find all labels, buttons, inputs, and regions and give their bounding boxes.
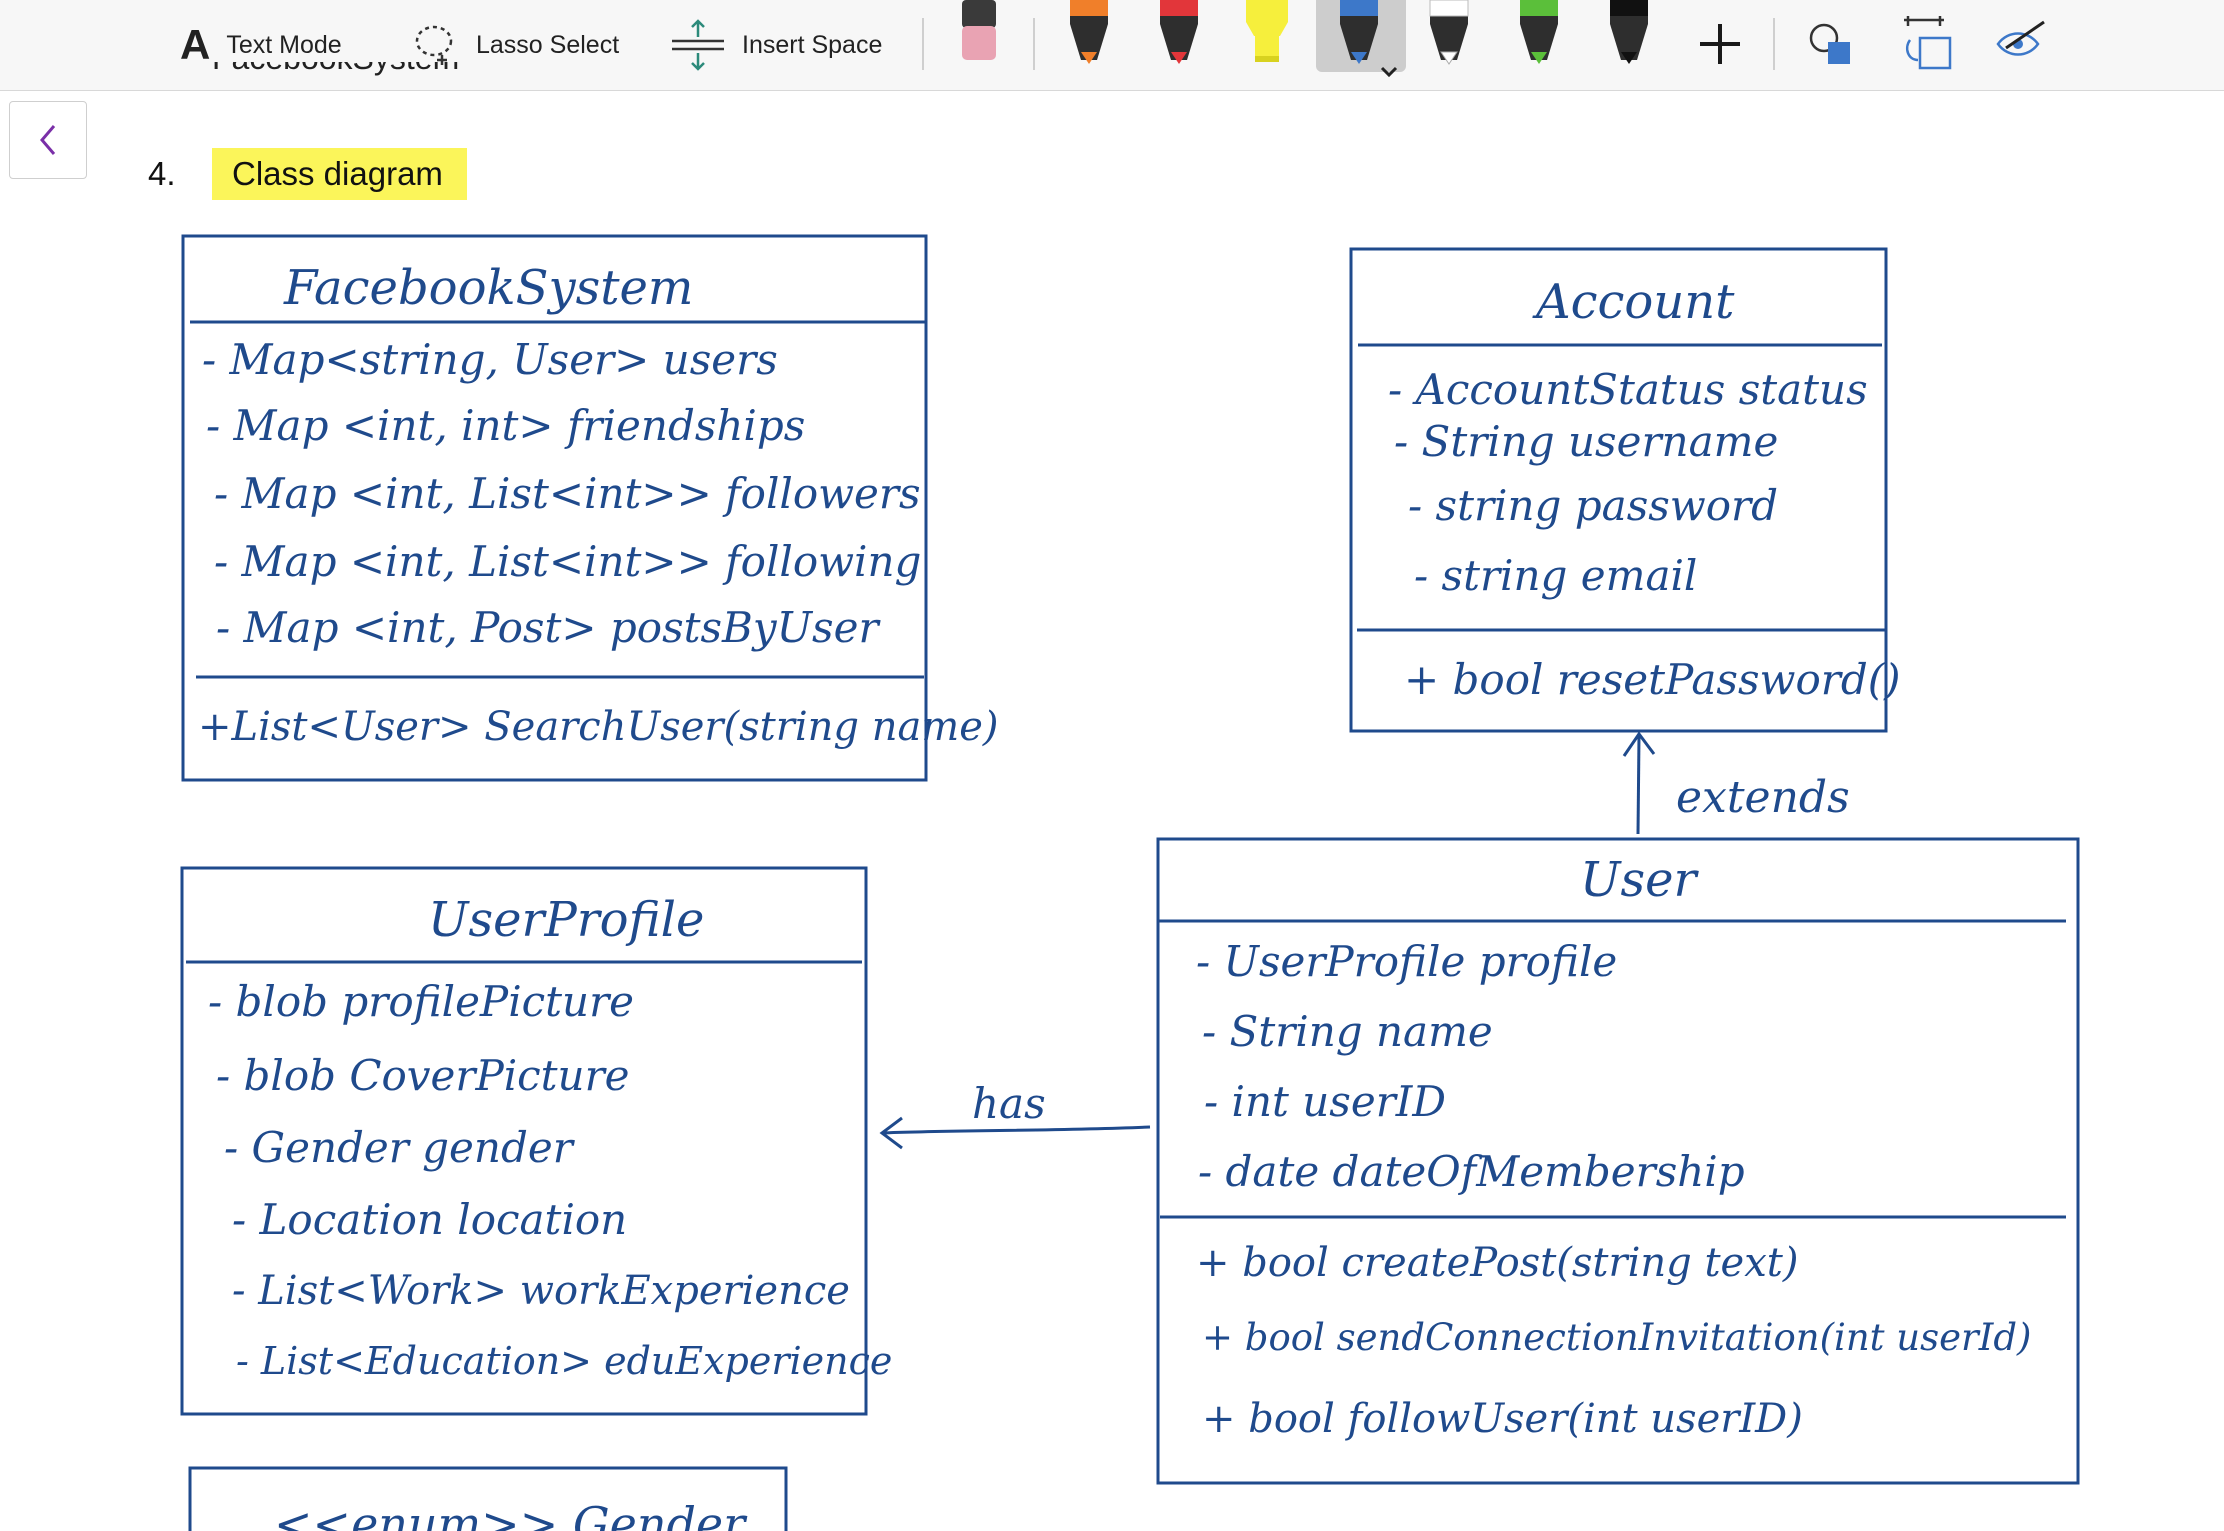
facebook-system-method: +List<User> SearchUser(string name) bbox=[198, 704, 999, 750]
yellow-highlighter-tool[interactable] bbox=[1240, 0, 1294, 72]
extends-arrow-line bbox=[1636, 735, 1641, 835]
gender-enum-title: <<enum>> Gender bbox=[274, 1497, 748, 1531]
convert-ink-button[interactable] bbox=[1896, 12, 1960, 76]
facebook-system-attribute: - Map <int, List<int>> following bbox=[214, 537, 921, 586]
orange-pen-tool[interactable] bbox=[1062, 0, 1116, 72]
highlighter-icon bbox=[1246, 0, 1288, 62]
user-profile-attribute: - List<Work> workExperience bbox=[232, 1268, 850, 1314]
lasso-select-label: Lasso Select bbox=[476, 30, 620, 59]
clipped-previous-line: FacebookSystem bbox=[212, 62, 472, 98]
user-method: + bool sendConnectionInvitation(int user… bbox=[1202, 1316, 2031, 1359]
extends-label: extends bbox=[1676, 772, 1850, 823]
toolbar-divider bbox=[922, 18, 924, 70]
black-pen-tool[interactable] bbox=[1602, 0, 1656, 72]
green-pen-tool[interactable] bbox=[1512, 0, 1566, 72]
section-number: 4. bbox=[148, 155, 176, 192]
lasso-select-tool[interactable]: Lasso Select bbox=[412, 18, 619, 72]
red-pen-tool[interactable] bbox=[1152, 0, 1206, 72]
toolbar-divider bbox=[1773, 18, 1775, 70]
insert-space-tool[interactable]: Insert Space bbox=[670, 18, 882, 72]
facebook-system-attribute: - Map <int, Post> postsByUser bbox=[216, 603, 881, 652]
has-arrow-line bbox=[881, 1125, 1151, 1135]
black-pen-icon bbox=[1610, 0, 1648, 64]
user-box bbox=[1156, 837, 2080, 1485]
user-profile-attribute: - Gender gender bbox=[224, 1123, 576, 1172]
user-attribute: - UserProfile profile bbox=[1196, 937, 1617, 986]
text-mode-label: Text Mode bbox=[226, 30, 342, 59]
has-arrowhead bbox=[879, 1116, 903, 1150]
add-pen-button[interactable] bbox=[1688, 12, 1752, 76]
account-title: Account bbox=[1532, 274, 1735, 330]
user-profile-title: UserProfile bbox=[428, 892, 704, 948]
eye-pen-icon bbox=[1996, 20, 2045, 56]
eraser-icon bbox=[962, 0, 996, 60]
green-pen-icon bbox=[1520, 0, 1558, 64]
facebook-system-attribute: - Map <int, int> friendships bbox=[206, 401, 805, 450]
section-title: Class diagram bbox=[212, 148, 467, 200]
insert-space-icon bbox=[672, 19, 724, 71]
chevron-left-icon bbox=[40, 125, 56, 155]
user-profile-box bbox=[180, 866, 868, 1416]
blue-pen-tool[interactable] bbox=[1316, 0, 1406, 78]
ink-replay-button[interactable] bbox=[1992, 12, 2056, 76]
eraser-tool[interactable] bbox=[952, 0, 1006, 72]
user-attribute: - String name bbox=[1202, 1007, 1493, 1056]
user-attribute: - int userID bbox=[1204, 1077, 1446, 1126]
user-profile-attribute: - Location location bbox=[232, 1195, 627, 1244]
shapes-icon bbox=[1809, 23, 1850, 64]
insert-space-label: Insert Space bbox=[742, 30, 883, 59]
user-method: + bool followUser(int userID) bbox=[1202, 1396, 1803, 1442]
extends-arrowhead bbox=[1622, 731, 1656, 757]
text-mode-icon: A bbox=[180, 21, 211, 68]
ruler-convert-icon bbox=[1904, 16, 1952, 70]
user-profile-attribute: - List<Education> eduExperience bbox=[236, 1339, 892, 1383]
blue-pen-icon bbox=[1340, 0, 1398, 78]
account-attribute: - String username bbox=[1394, 417, 1778, 466]
facebook-system-title: FacebookSystem bbox=[283, 260, 693, 316]
red-pen-icon bbox=[1160, 0, 1198, 64]
has-label: has bbox=[972, 1079, 1046, 1128]
account-box bbox=[1349, 247, 1888, 733]
user-title: User bbox=[1580, 852, 1699, 908]
user-profile-attribute: - blob profilePicture bbox=[208, 977, 634, 1026]
plus-icon bbox=[1700, 24, 1740, 64]
back-button[interactable] bbox=[9, 101, 87, 179]
facebook-system-box bbox=[181, 234, 928, 782]
chevron-down-icon bbox=[1380, 66, 1398, 78]
user-method: + bool createPost(string text) bbox=[1196, 1240, 1798, 1286]
toolbar: A Text Mode Lasso Select Insert Space bbox=[0, 0, 2224, 91]
account-attribute: - string email bbox=[1414, 551, 1697, 600]
account-attribute: - AccountStatus status bbox=[1388, 365, 1868, 414]
white-pen-icon bbox=[1429, 0, 1469, 65]
facebook-system-attribute: - Map<string, User> users bbox=[202, 335, 778, 384]
shapes-button[interactable] bbox=[1800, 12, 1864, 76]
toolbar-divider bbox=[1033, 18, 1035, 70]
user-attribute: - date dateOfMembership bbox=[1198, 1147, 1745, 1196]
account-method: + bool resetPassword() bbox=[1404, 655, 1901, 704]
lasso-icon bbox=[415, 25, 453, 65]
account-attribute: - string password bbox=[1408, 481, 1778, 530]
clipped-text: FacebookSystem bbox=[212, 62, 472, 76]
facebook-system-attribute: - Map <int, List<int>> followers bbox=[214, 469, 921, 518]
text-mode-tool[interactable]: A Text Mode bbox=[180, 18, 342, 72]
white-pen-tool[interactable] bbox=[1422, 0, 1476, 72]
user-profile-attribute: - blob CoverPicture bbox=[216, 1051, 630, 1100]
gender-enum-box bbox=[188, 1466, 788, 1531]
orange-pen-icon bbox=[1070, 0, 1108, 64]
section-heading: 4. Class diagram bbox=[148, 148, 467, 200]
